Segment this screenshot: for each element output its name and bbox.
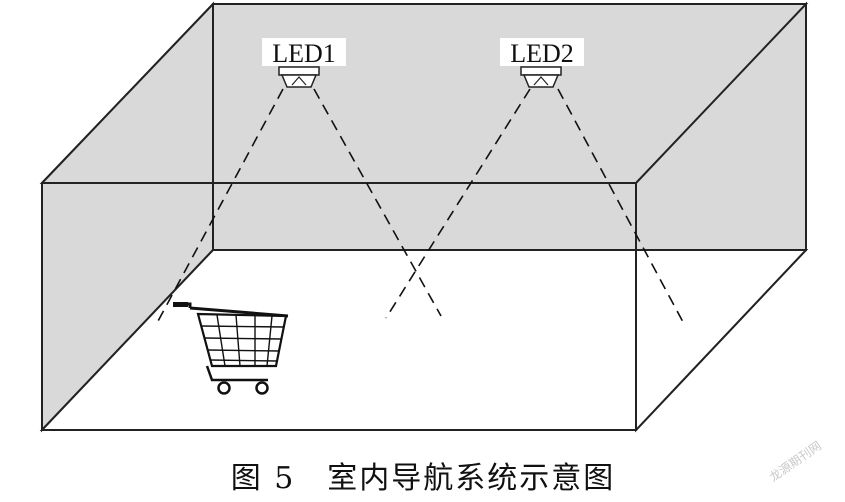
led2-beam-left [385, 88, 531, 319]
led1-beam-right [313, 88, 442, 317]
room [39, 1, 809, 433]
led1-label: LED1 [272, 39, 336, 68]
front-opening [41, 182, 637, 431]
led1-label-bg [262, 38, 346, 66]
led-lamp-icon [520, 66, 562, 88]
figure-caption: 图 5 室内导航系统示意图 [231, 461, 616, 496]
light-beams [156, 88, 684, 324]
shopping-cart-icon [173, 302, 289, 395]
led2-label: LED2 [510, 39, 574, 68]
led1-beam-left [156, 88, 284, 324]
watermark: 龙源期刊网 [767, 439, 824, 485]
led-lamp-icon [278, 66, 320, 88]
led2-beam-right [557, 88, 684, 323]
led2-label-bg [500, 38, 584, 66]
